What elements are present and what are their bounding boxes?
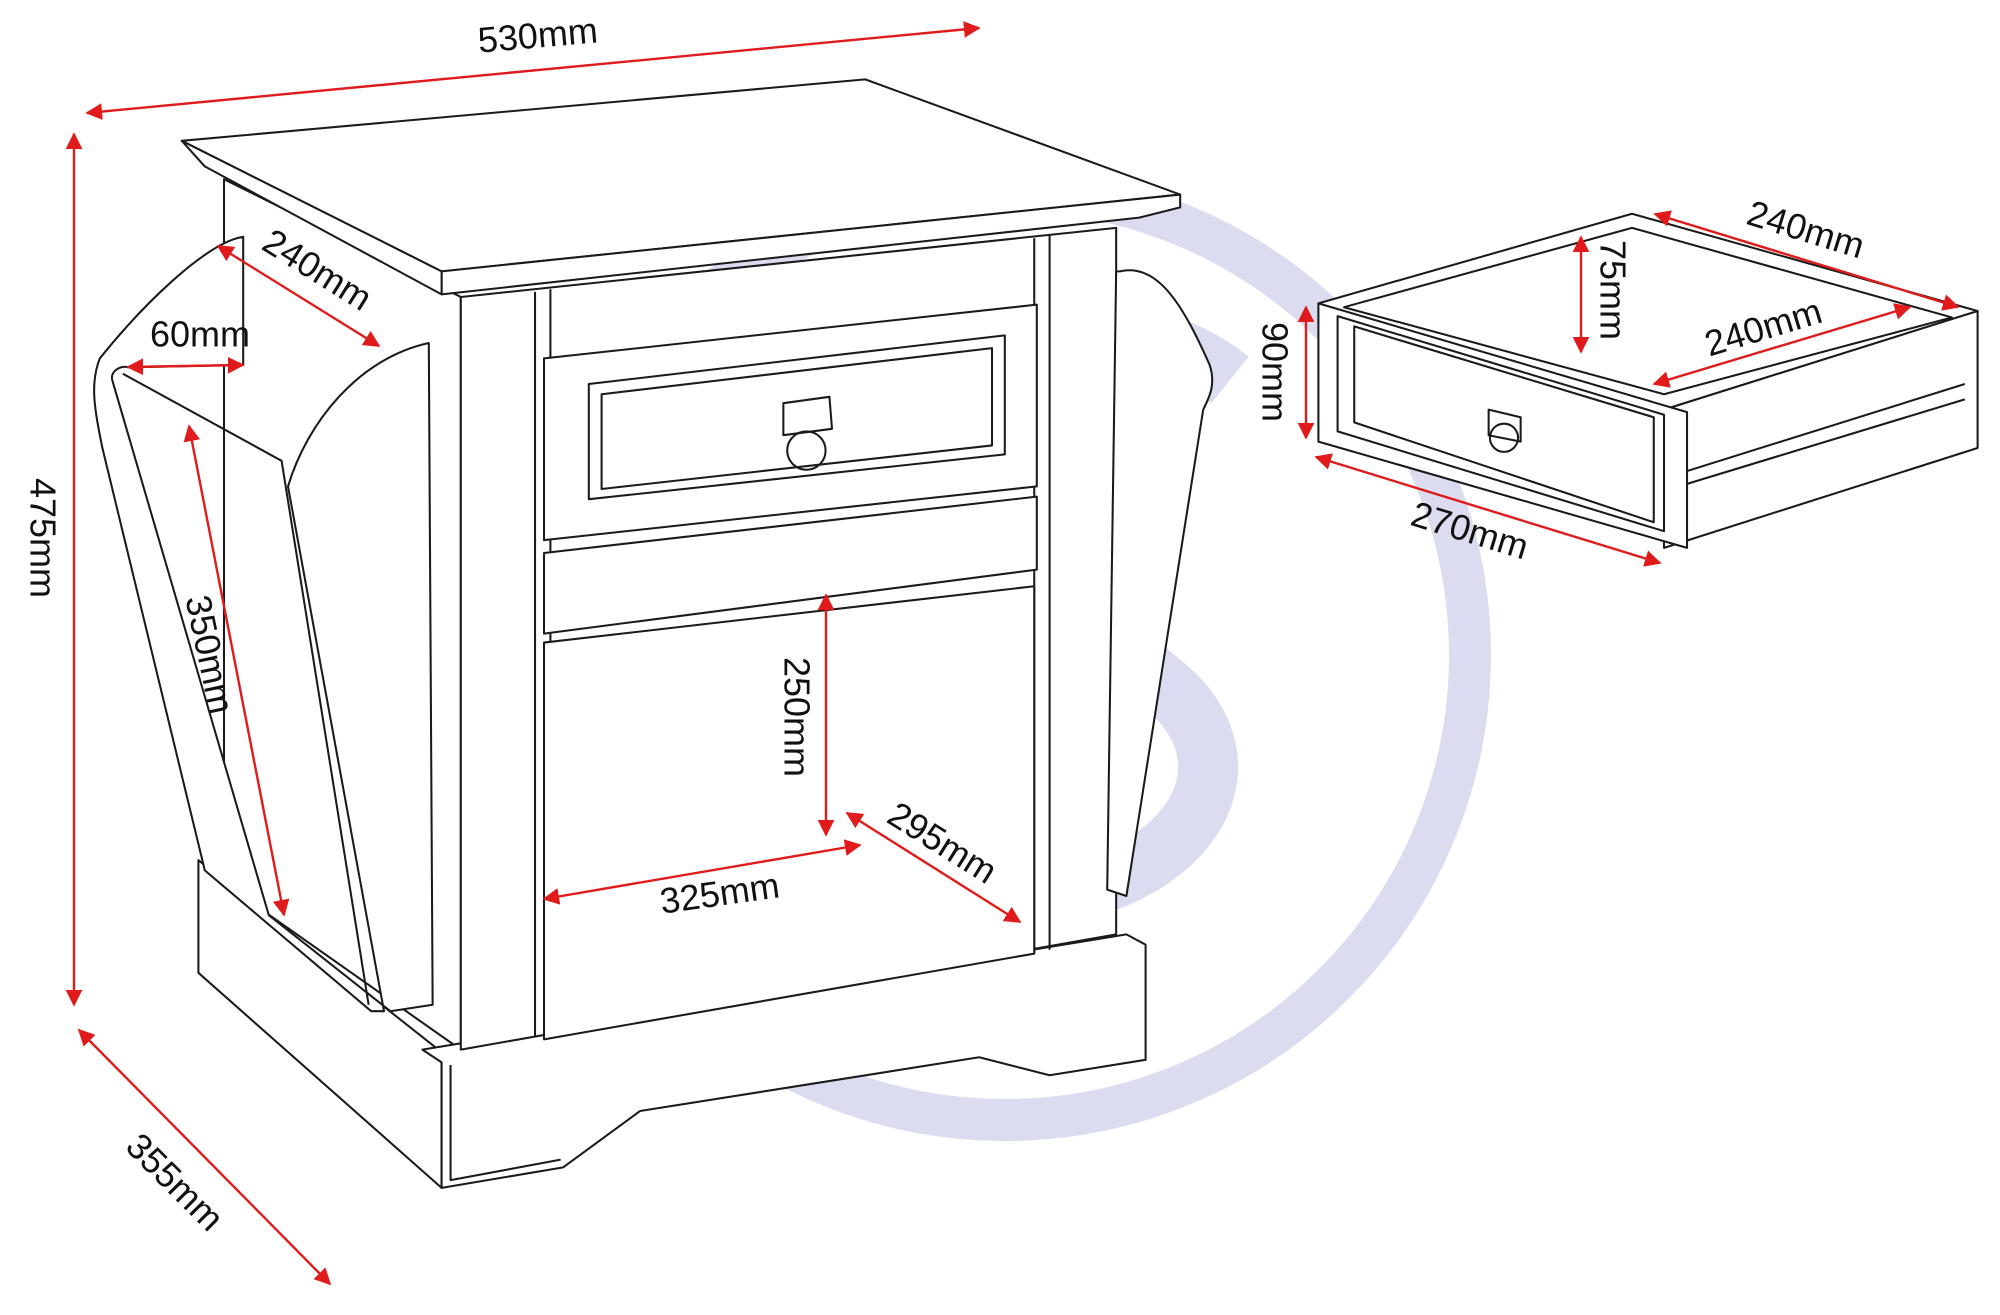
label-opening-height: 250mm [776,657,817,777]
ring-handle-icon [782,395,834,471]
dim-arrow-drawer-inner-depth [1652,303,1912,388]
dim-arrow-opening-depth [845,811,1022,924]
dim-arrow-drawer-outer-depth [1653,210,1960,311]
dim-arrow-opening-width [542,839,862,905]
cabinet-opening [542,585,1036,1041]
drawer-handle-icon [1487,408,1522,453]
dim-arrow-magazine-depth [216,244,381,348]
label-magazine-gap: 60mm [150,314,250,355]
label-drawer-inner-height: 75mm [1592,240,1633,340]
dim-arrow-magazine-height [183,424,290,917]
label-height: 475mm [22,478,63,598]
base-plinth [421,933,1147,1189]
dimension-lines [65,21,1960,1286]
dim-arrow-drawer-width [1314,453,1662,567]
label-drawer-height: 90mm [1254,322,1295,422]
dim-arrow-width [85,21,981,120]
label-depth: 355mm [118,1125,232,1239]
drawer-rail [542,495,1038,635]
dim-arrow-depth [77,1028,332,1286]
right-magazine-holder [1106,269,1214,898]
label-width: 530mm [476,9,599,60]
dim-arrow-magazine-gap [126,356,245,376]
